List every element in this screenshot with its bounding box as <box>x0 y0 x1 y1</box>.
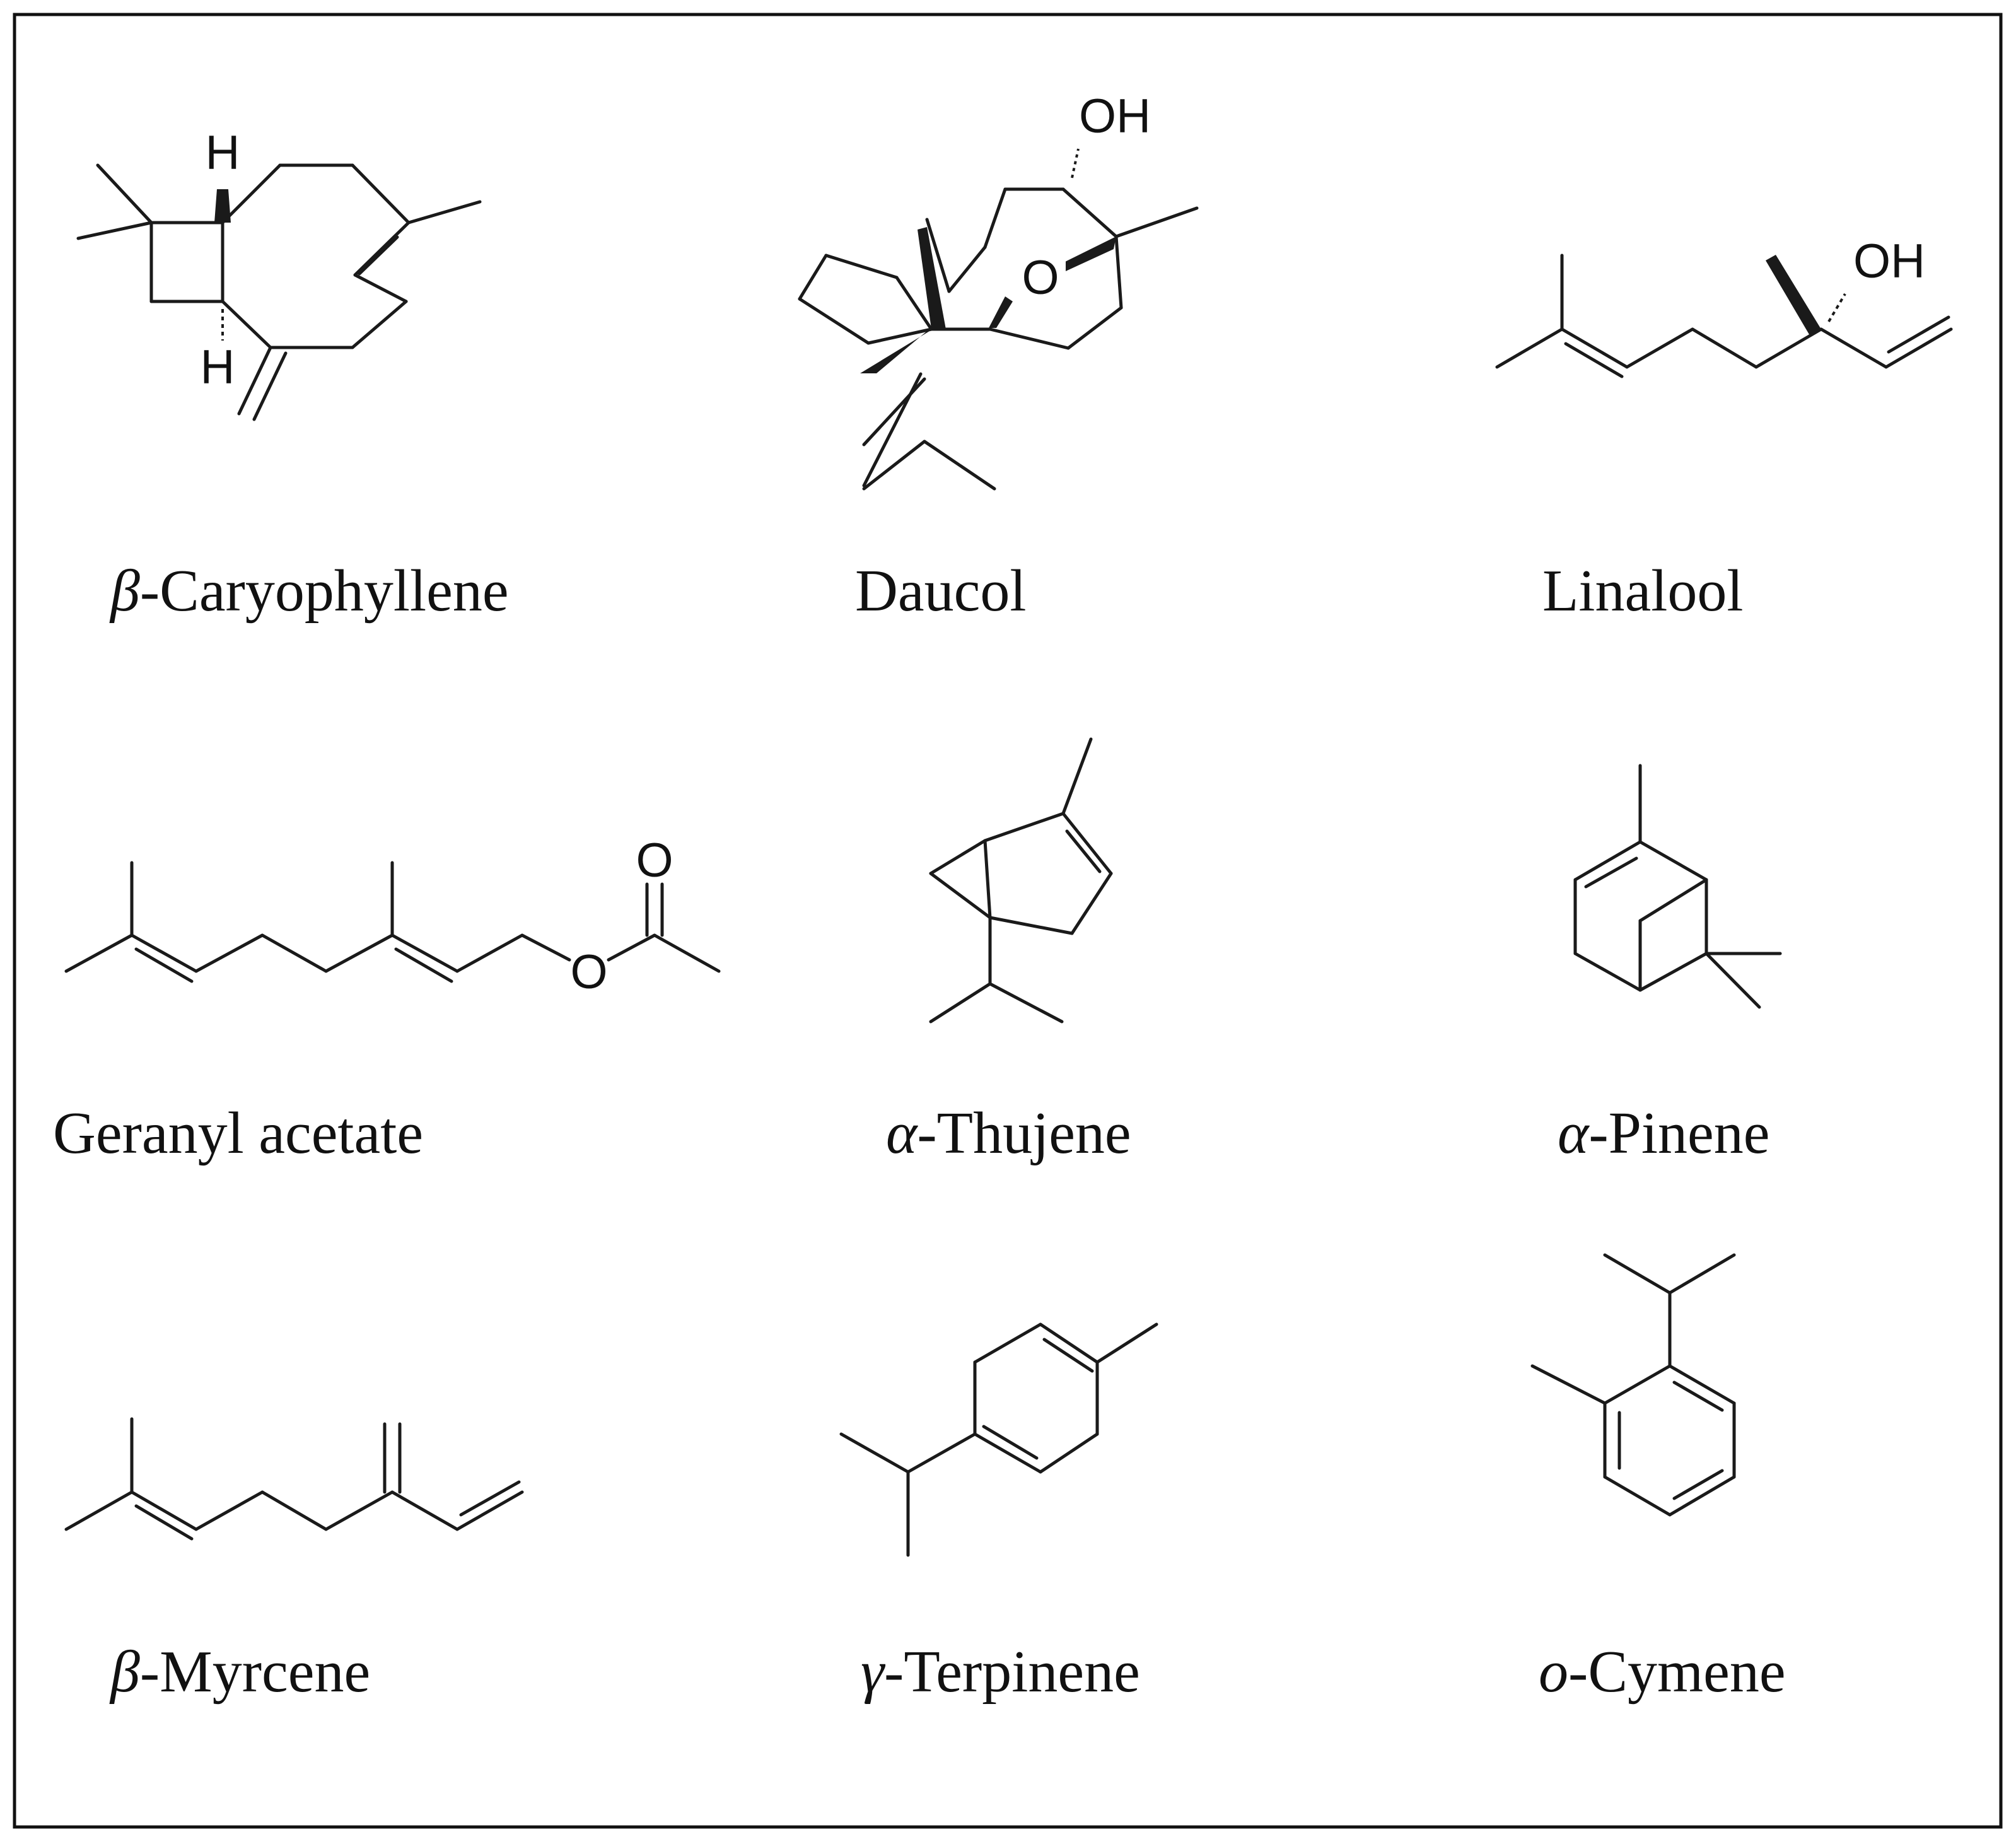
label-thujene: α-Thujene <box>886 1100 1131 1166</box>
ester-oxygen: O <box>570 945 607 999</box>
label-prefix: α <box>1558 1100 1590 1166</box>
ether-oxygen: O <box>1022 251 1059 305</box>
label-geranyl-acetate: Geranyl acetate <box>53 1100 423 1166</box>
structure-cymene <box>1530 1253 1736 1517</box>
label-name: Terpinene <box>904 1639 1139 1705</box>
structure-geranyl-acetate: O O <box>64 834 721 999</box>
label-prefix: β <box>109 1639 140 1705</box>
label-name: Thujene <box>937 1100 1131 1166</box>
label-prefix: α <box>886 1100 918 1166</box>
label-prefix: β <box>109 558 140 624</box>
structure-pinene <box>1573 764 1782 1009</box>
figure-border <box>13 13 2003 1829</box>
label-name: Cymene <box>1588 1639 1785 1705</box>
structure-linalool: OH <box>1495 235 1953 378</box>
label-linalool: Linalool <box>1542 558 1744 624</box>
label-name: Pinene <box>1609 1100 1770 1166</box>
label-caryophyllene: β-Caryophyllene <box>109 558 509 624</box>
structure-thujene <box>929 737 1113 1024</box>
label-name: Daucol <box>855 558 1026 624</box>
label-pinene: α-Pinene <box>1558 1100 1770 1166</box>
label-myrcene: β-Myrcene <box>109 1639 370 1705</box>
hydrogen-top: H <box>206 126 240 180</box>
daucol-hydroxyl: OH <box>1079 90 1151 143</box>
structure-daucol: O OH <box>798 90 1199 491</box>
label-name: Linalool <box>1542 558 1744 624</box>
hydrogen-bottom: H <box>201 341 235 394</box>
label-terpinene: γ-Terpinene <box>861 1639 1140 1705</box>
label-prefix: o <box>1539 1639 1568 1705</box>
structure-myrcene <box>64 1417 524 1541</box>
label-name: Geranyl acetate <box>53 1100 423 1166</box>
label-daucol: Daucol <box>855 558 1026 624</box>
label-name: Myrcene <box>160 1639 370 1705</box>
label-name: Caryophyllene <box>160 558 508 624</box>
structure-terpinene <box>839 1322 1158 1557</box>
label-cymene: o-Cymene <box>1539 1639 1786 1705</box>
label-prefix: γ <box>861 1639 886 1705</box>
structure-caryophyllene: H H <box>76 126 482 421</box>
carbonyl-oxygen: O <box>636 834 673 887</box>
linalool-hydroxyl: OH <box>1853 235 1925 288</box>
